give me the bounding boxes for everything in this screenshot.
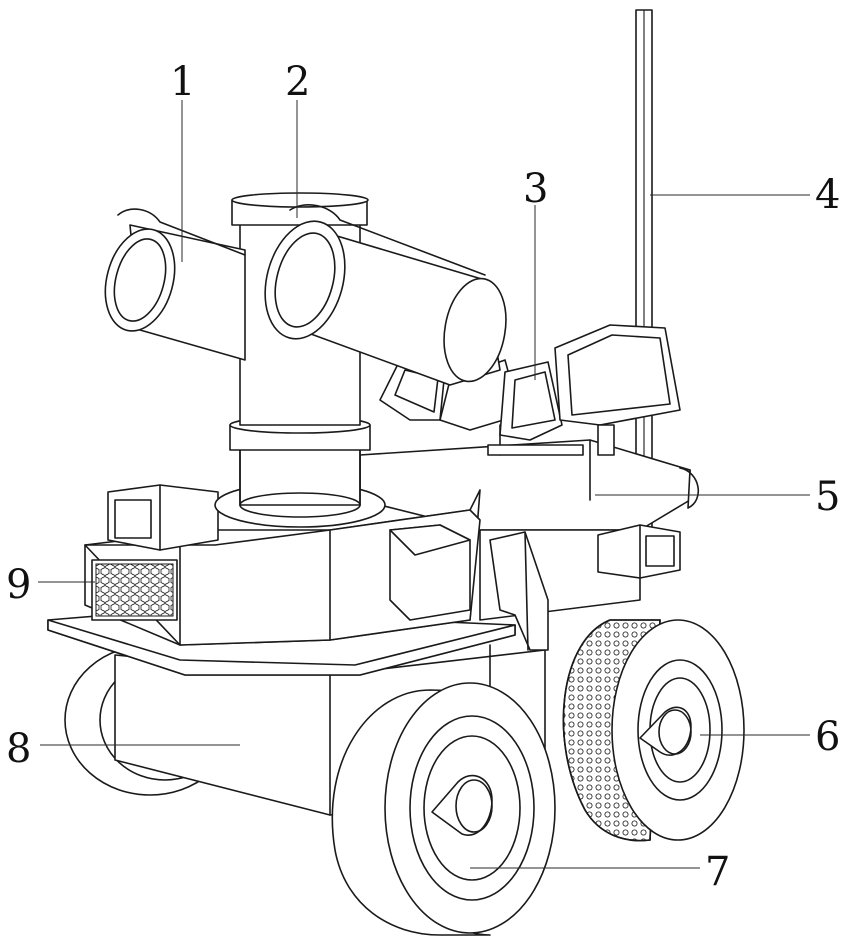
front-grille bbox=[92, 560, 177, 620]
antenna bbox=[636, 10, 652, 530]
left-camera bbox=[95, 209, 245, 360]
antenna-sensor-box bbox=[598, 525, 680, 578]
front-wheel bbox=[332, 683, 555, 935]
front-camera-box bbox=[108, 485, 218, 550]
label-2: 2 bbox=[285, 59, 310, 105]
label-7: 7 bbox=[705, 849, 730, 895]
label-6: 6 bbox=[815, 714, 840, 760]
right-wheel bbox=[563, 620, 744, 841]
label-5: 5 bbox=[815, 474, 840, 520]
label-3: 3 bbox=[523, 166, 548, 212]
label-9: 9 bbox=[6, 562, 31, 608]
label-8: 8 bbox=[6, 726, 31, 772]
label-4: 4 bbox=[815, 172, 840, 218]
label-1: 1 bbox=[170, 59, 195, 105]
